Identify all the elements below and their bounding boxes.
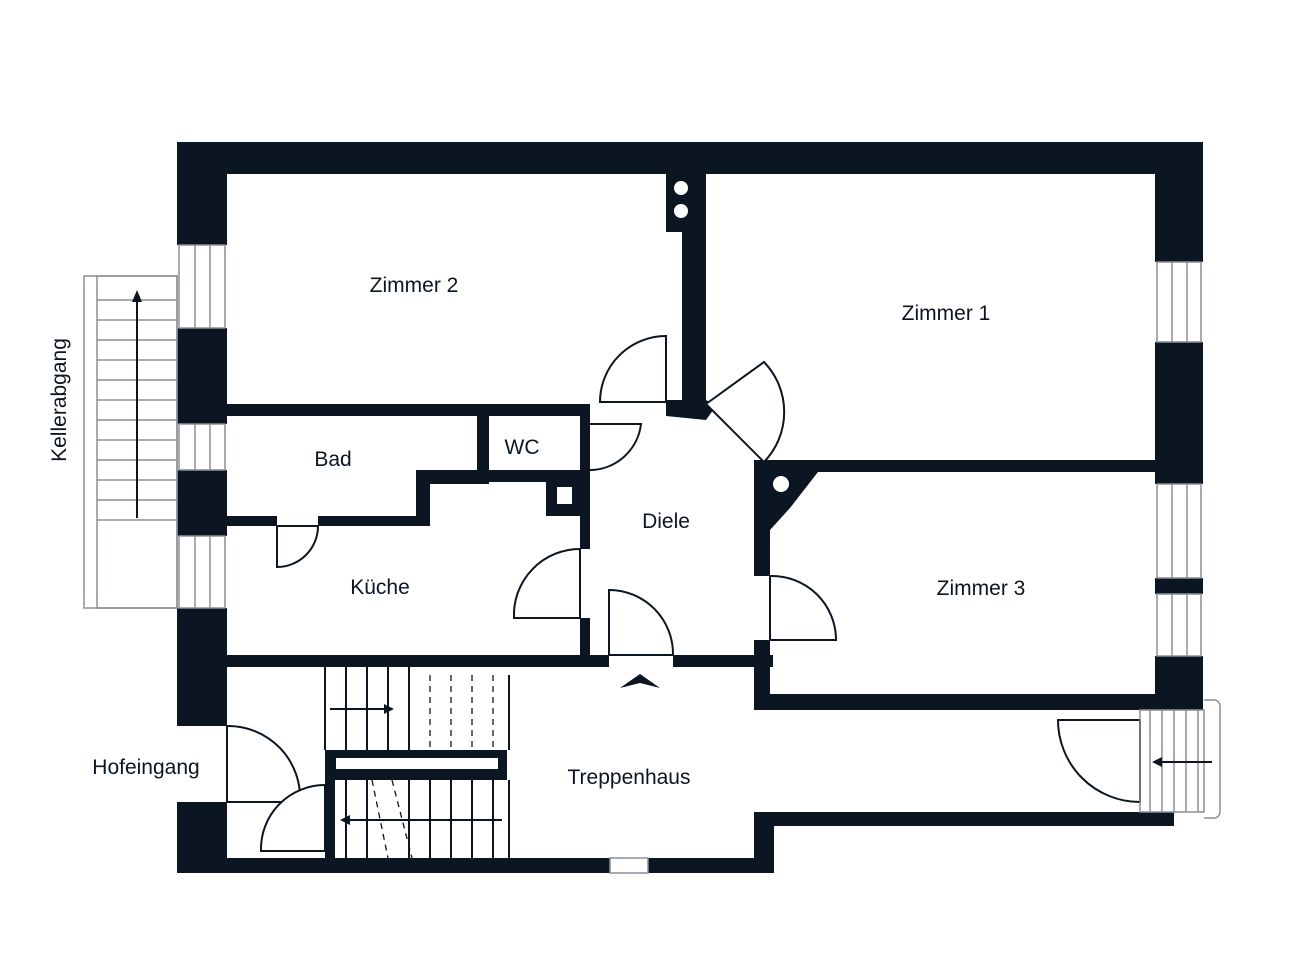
label-kellerabgang: Kellerabgang	[48, 338, 71, 462]
label-hofeingang: Hofeingang	[92, 756, 199, 779]
label-bad: Bad	[314, 448, 351, 471]
label-zimmer-3: Zimmer 3	[937, 577, 1026, 600]
label-kueche: Küche	[350, 576, 410, 599]
chimney-hole	[674, 181, 688, 195]
interior-walls	[227, 172, 1155, 858]
kellerabgang-stairs	[83, 275, 178, 609]
chimney-hole	[674, 204, 688, 218]
windows	[178, 244, 1202, 657]
chimney-hole	[773, 476, 789, 492]
room-labels: Zimmer 2 Zimmer 1 Zimmer 3 Bad WC Diele …	[48, 274, 1025, 789]
entrance-arrow-icon	[620, 674, 660, 688]
label-treppenhaus: Treppenhaus	[568, 766, 691, 789]
exterior-steps-right	[1139, 699, 1221, 819]
label-wc: WC	[505, 436, 540, 459]
outer-walls	[177, 142, 1203, 873]
front-door-threshold	[609, 857, 649, 874]
label-diele: Diele	[642, 510, 690, 533]
staircase	[324, 667, 510, 859]
doors	[226, 334, 1141, 852]
label-zimmer-1: Zimmer 1	[902, 302, 991, 325]
label-zimmer-2: Zimmer 2	[370, 274, 459, 297]
